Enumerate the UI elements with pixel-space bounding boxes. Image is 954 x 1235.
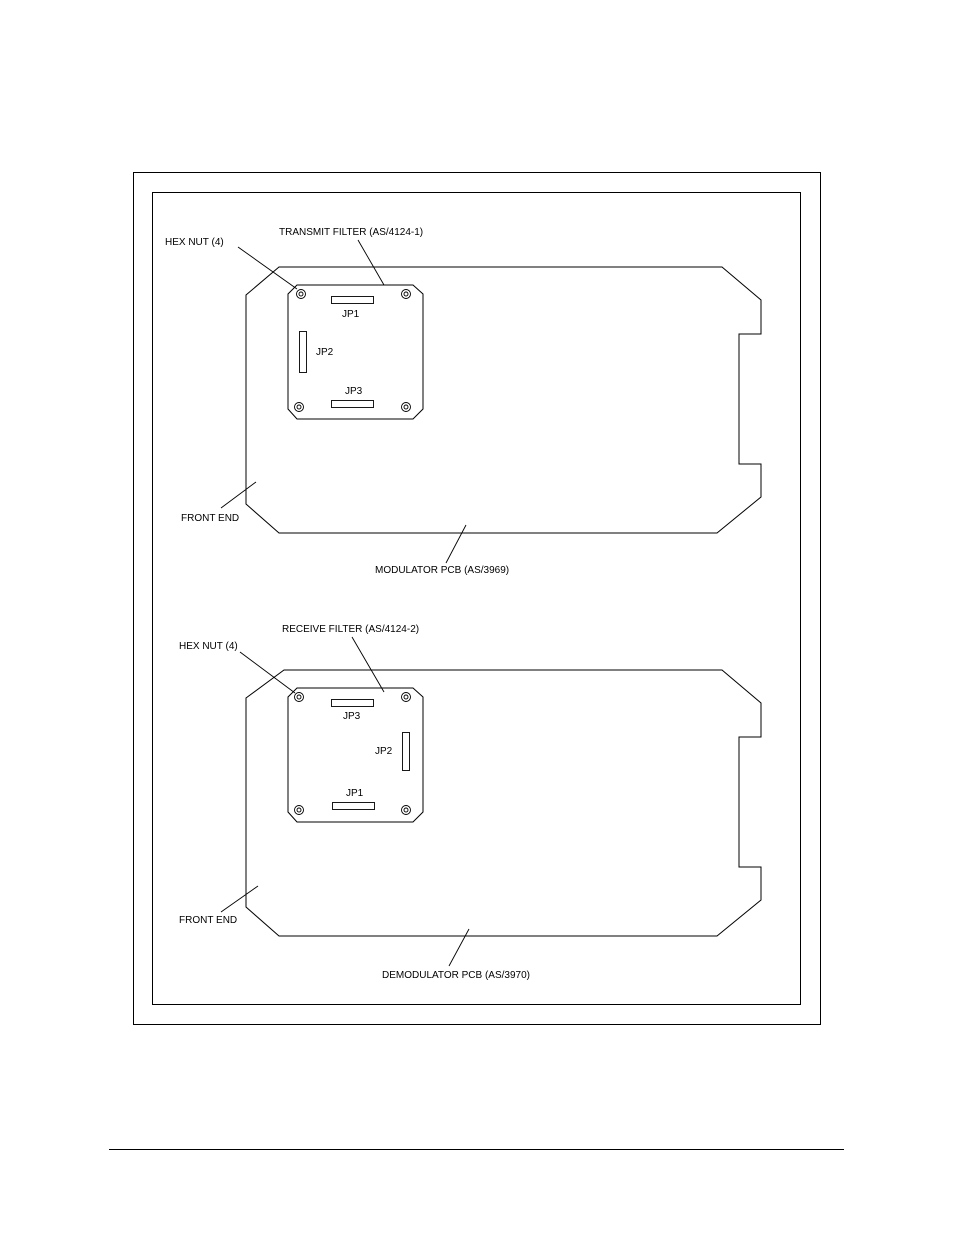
leader-line xyxy=(220,481,257,509)
leader-line xyxy=(220,885,259,913)
jumper-jp3 xyxy=(331,699,374,707)
jumper-jp1 xyxy=(331,296,374,304)
front-end-label: FRONT END xyxy=(181,513,239,524)
hex-nut-icon xyxy=(401,289,411,299)
leader-line xyxy=(357,239,385,286)
jp1-label: JP1 xyxy=(342,309,360,320)
hex-nut-icon xyxy=(294,402,304,412)
jp2-label: JP2 xyxy=(375,746,393,757)
hex-nut-icon xyxy=(401,402,411,412)
jumper-jp1 xyxy=(332,802,375,810)
demodulator-pcb-outline xyxy=(245,669,762,937)
jp3-label: JP3 xyxy=(345,386,363,397)
pcb-label: DEMODULATOR PCB (AS/3970) xyxy=(382,970,530,981)
hex-nut-label: HEX NUT (4) xyxy=(179,641,238,652)
front-end-label: FRONT END xyxy=(179,915,237,926)
leader-line xyxy=(237,246,298,290)
hex-nut-label: HEX NUT (4) xyxy=(165,237,224,248)
hex-nut-icon xyxy=(401,805,411,815)
modulator-assembly: JP1 JP2 JP3 HEX NUT (4) TRANSMIT FILTER … xyxy=(165,227,762,576)
pcb-label: MODULATOR PCB (AS/3969) xyxy=(375,565,509,576)
outer-frame xyxy=(133,172,821,1025)
demodulator-assembly: JP3 JP2 JP1 HEX NUT (4) RECEIVE FILTER (… xyxy=(179,624,762,981)
filter-label: RECEIVE FILTER (AS/4124-2) xyxy=(282,624,419,635)
leader-line xyxy=(445,524,467,564)
hex-nut-icon xyxy=(294,805,304,815)
modulator-pcb-outline xyxy=(245,266,762,534)
leader-line xyxy=(448,928,470,967)
transmit-filter-board xyxy=(287,284,424,420)
jumper-jp3 xyxy=(331,400,374,408)
hex-nut-icon xyxy=(294,692,304,702)
jp1-label: JP1 xyxy=(346,788,364,799)
inner-frame xyxy=(152,192,801,1005)
hex-nut-icon xyxy=(401,692,411,702)
hex-nut-icon xyxy=(296,289,306,299)
leader-line xyxy=(351,636,385,693)
filter-label: TRANSMIT FILTER (AS/4124-1) xyxy=(279,227,423,238)
jumper-jp2 xyxy=(402,732,410,771)
jumper-jp2 xyxy=(299,331,307,373)
jp3-label: JP3 xyxy=(343,711,361,722)
leader-line xyxy=(239,651,296,694)
jp2-label: JP2 xyxy=(316,347,334,358)
receive-filter-board xyxy=(287,687,424,823)
